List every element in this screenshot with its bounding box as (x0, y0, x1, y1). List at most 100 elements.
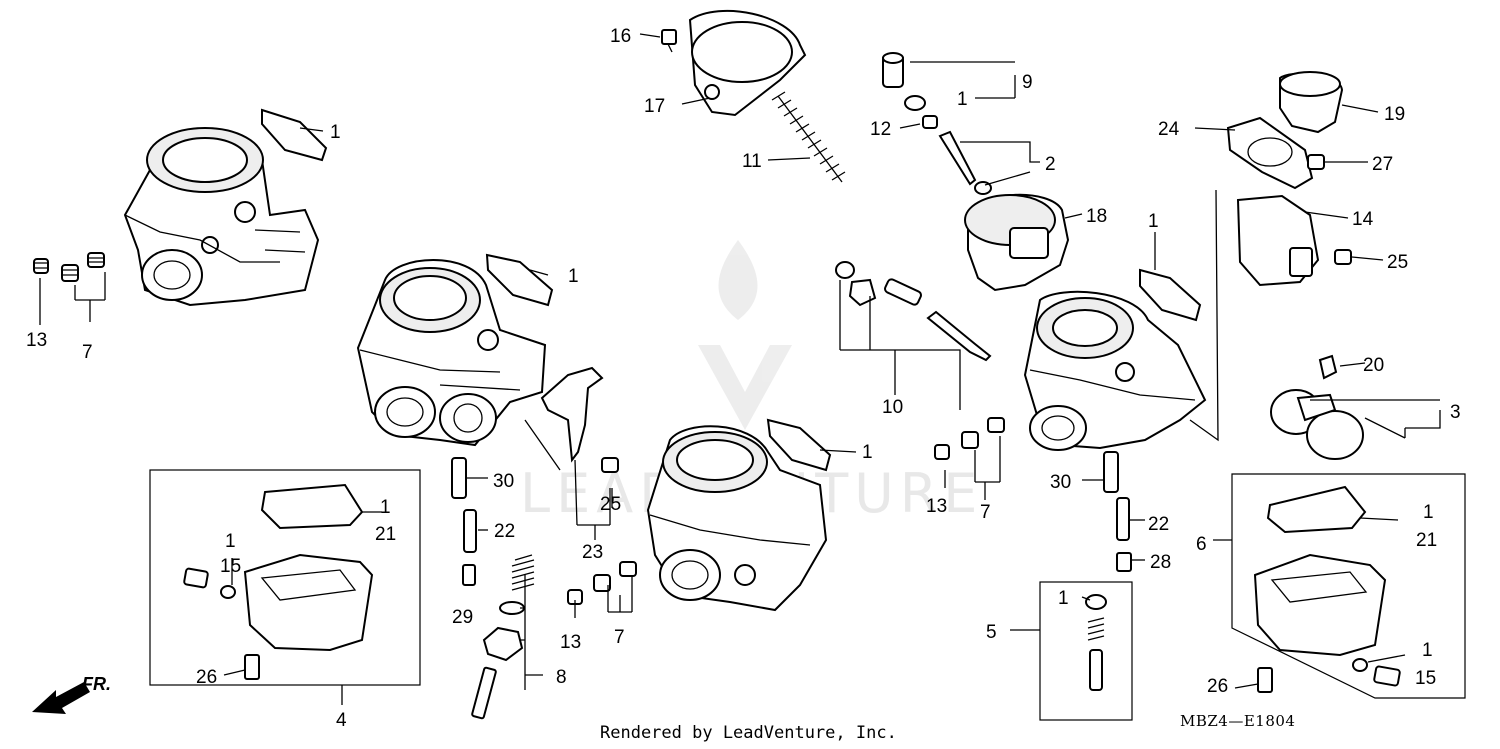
diagram-code: MBZ4—E1804 (1180, 712, 1295, 730)
throttle-sensor-14[interactable] (1236, 194, 1320, 287)
callout-10: 10 (882, 397, 903, 418)
box-6 (1231, 473, 1466, 699)
pilot-screw-assembly-10[interactable] (835, 261, 992, 362)
callout-4: 4 (336, 710, 347, 731)
float-chamber-left[interactable] (243, 553, 374, 652)
drain-screw-left[interactable] (183, 567, 209, 589)
o-ring-1-box5[interactable] (1085, 594, 1107, 610)
callout-1: 1 (862, 442, 873, 463)
jet-30-right[interactable] (1103, 451, 1119, 493)
carburetor-right[interactable] (1023, 290, 1207, 451)
vacuum-piston-18[interactable] (964, 193, 1070, 292)
callout-1: 1 (1422, 640, 1433, 661)
callout-6: 6 (1196, 534, 1207, 555)
callout-1: 1 (957, 89, 968, 110)
jet-needle-2[interactable] (938, 130, 992, 195)
direction-label: FR. (82, 674, 111, 694)
callout-5: 5 (986, 622, 997, 643)
callout-1: 1 (225, 531, 236, 552)
gasket-24[interactable] (1226, 116, 1314, 190)
front-direction-arrow: FR. (32, 674, 111, 714)
cover-screw-16[interactable] (661, 29, 677, 53)
float-gasket-right[interactable] (1266, 485, 1367, 534)
callout-9: 9 (1022, 72, 1033, 93)
callout-12: 12 (870, 119, 891, 140)
callout-30: 30 (1050, 472, 1071, 493)
callout-23: 23 (582, 542, 603, 563)
screw-26-left[interactable] (244, 654, 260, 680)
jet-29[interactable] (462, 564, 476, 586)
callout-27: 27 (1372, 154, 1393, 175)
drain-screw-right[interactable] (1373, 665, 1401, 687)
callout-20: 20 (1363, 355, 1384, 376)
callout-15: 15 (1415, 668, 1436, 689)
callout-29: 29 (452, 607, 473, 628)
needle-valve-box5[interactable] (1089, 649, 1103, 691)
bolt-8[interactable] (471, 666, 497, 720)
jet-22-right[interactable] (1116, 497, 1130, 541)
screw-25-center[interactable] (601, 457, 619, 473)
callout-21: 21 (1416, 530, 1437, 551)
spring-12[interactable] (922, 115, 938, 129)
jet-needle-spring-11[interactable] (771, 91, 846, 183)
jet-30-left[interactable] (451, 457, 467, 499)
gasket-right[interactable] (1139, 268, 1202, 322)
o-ring-15-right[interactable] (1352, 658, 1368, 672)
pilot-screw-set-left[interactable] (33, 252, 105, 282)
carburetor-top-left[interactable] (123, 127, 320, 307)
carburetor-center-left[interactable] (356, 259, 547, 447)
callout-13: 13 (560, 632, 581, 653)
callout-7: 7 (614, 627, 625, 648)
starter-valve-assembly-3[interactable] (1270, 389, 1406, 460)
leader-lines (39, 33, 1441, 705)
bracket-23[interactable] (540, 366, 604, 463)
screw-25-top[interactable] (1334, 249, 1352, 265)
callout-18: 18 (1086, 206, 1107, 227)
callout-25: 25 (600, 494, 621, 515)
o-ring-15-left[interactable] (220, 585, 236, 599)
callout-1: 1 (380, 497, 391, 518)
callout-1: 1 (568, 266, 579, 287)
o-ring-1-top[interactable] (904, 95, 926, 111)
screw-27[interactable] (1307, 154, 1325, 170)
callout-13: 13 (26, 330, 47, 351)
pilot-screw-set-center[interactable] (567, 561, 637, 605)
callout-28: 28 (1150, 552, 1171, 573)
callout-1: 1 (330, 122, 341, 143)
needle-holder-9[interactable] (882, 52, 904, 88)
footer-credit: Rendered by LeadVenture, Inc. (600, 723, 897, 743)
callout-2: 2 (1045, 154, 1056, 175)
jet-22-left[interactable] (463, 509, 477, 553)
callout-22: 22 (494, 521, 515, 542)
callout-19: 19 (1384, 104, 1405, 125)
nut-8[interactable] (482, 626, 524, 662)
gasket-center-right[interactable] (766, 418, 832, 472)
carburetor-center-right[interactable] (646, 425, 828, 612)
callout-22: 22 (1148, 514, 1169, 535)
callout-25: 25 (1387, 252, 1408, 273)
air-cutoff-cover-19[interactable] (1279, 71, 1344, 134)
callout-7: 7 (82, 342, 93, 363)
callout-8: 8 (556, 667, 567, 688)
callout-15: 15 (220, 556, 241, 577)
callout-16: 16 (610, 26, 631, 47)
callout-3: 3 (1450, 402, 1461, 423)
callout-30: 30 (493, 471, 514, 492)
callout-26: 26 (1207, 676, 1228, 697)
spring-box5[interactable] (1087, 617, 1105, 641)
callout-17: 17 (644, 96, 665, 117)
clip-20[interactable] (1318, 354, 1338, 380)
spring-8[interactable] (511, 554, 535, 591)
gasket-top-left[interactable] (261, 108, 328, 162)
screw-26-right[interactable] (1257, 667, 1273, 693)
callout-26: 26 (196, 667, 217, 688)
pilot-screw-set-right[interactable] (934, 417, 1005, 460)
box-4 (149, 469, 421, 686)
callout-labels: 1 7 13 16 17 11 9 1 12 2 18 24 19 27 14 … (26, 26, 1461, 731)
callout-24: 24 (1158, 119, 1180, 140)
float-gasket-left[interactable] (260, 483, 364, 530)
jet-28[interactable] (1116, 552, 1132, 572)
gasket-center-left[interactable] (485, 253, 554, 307)
carburetor-top-cover[interactable] (688, 9, 807, 117)
float-chamber-right[interactable] (1253, 553, 1387, 657)
